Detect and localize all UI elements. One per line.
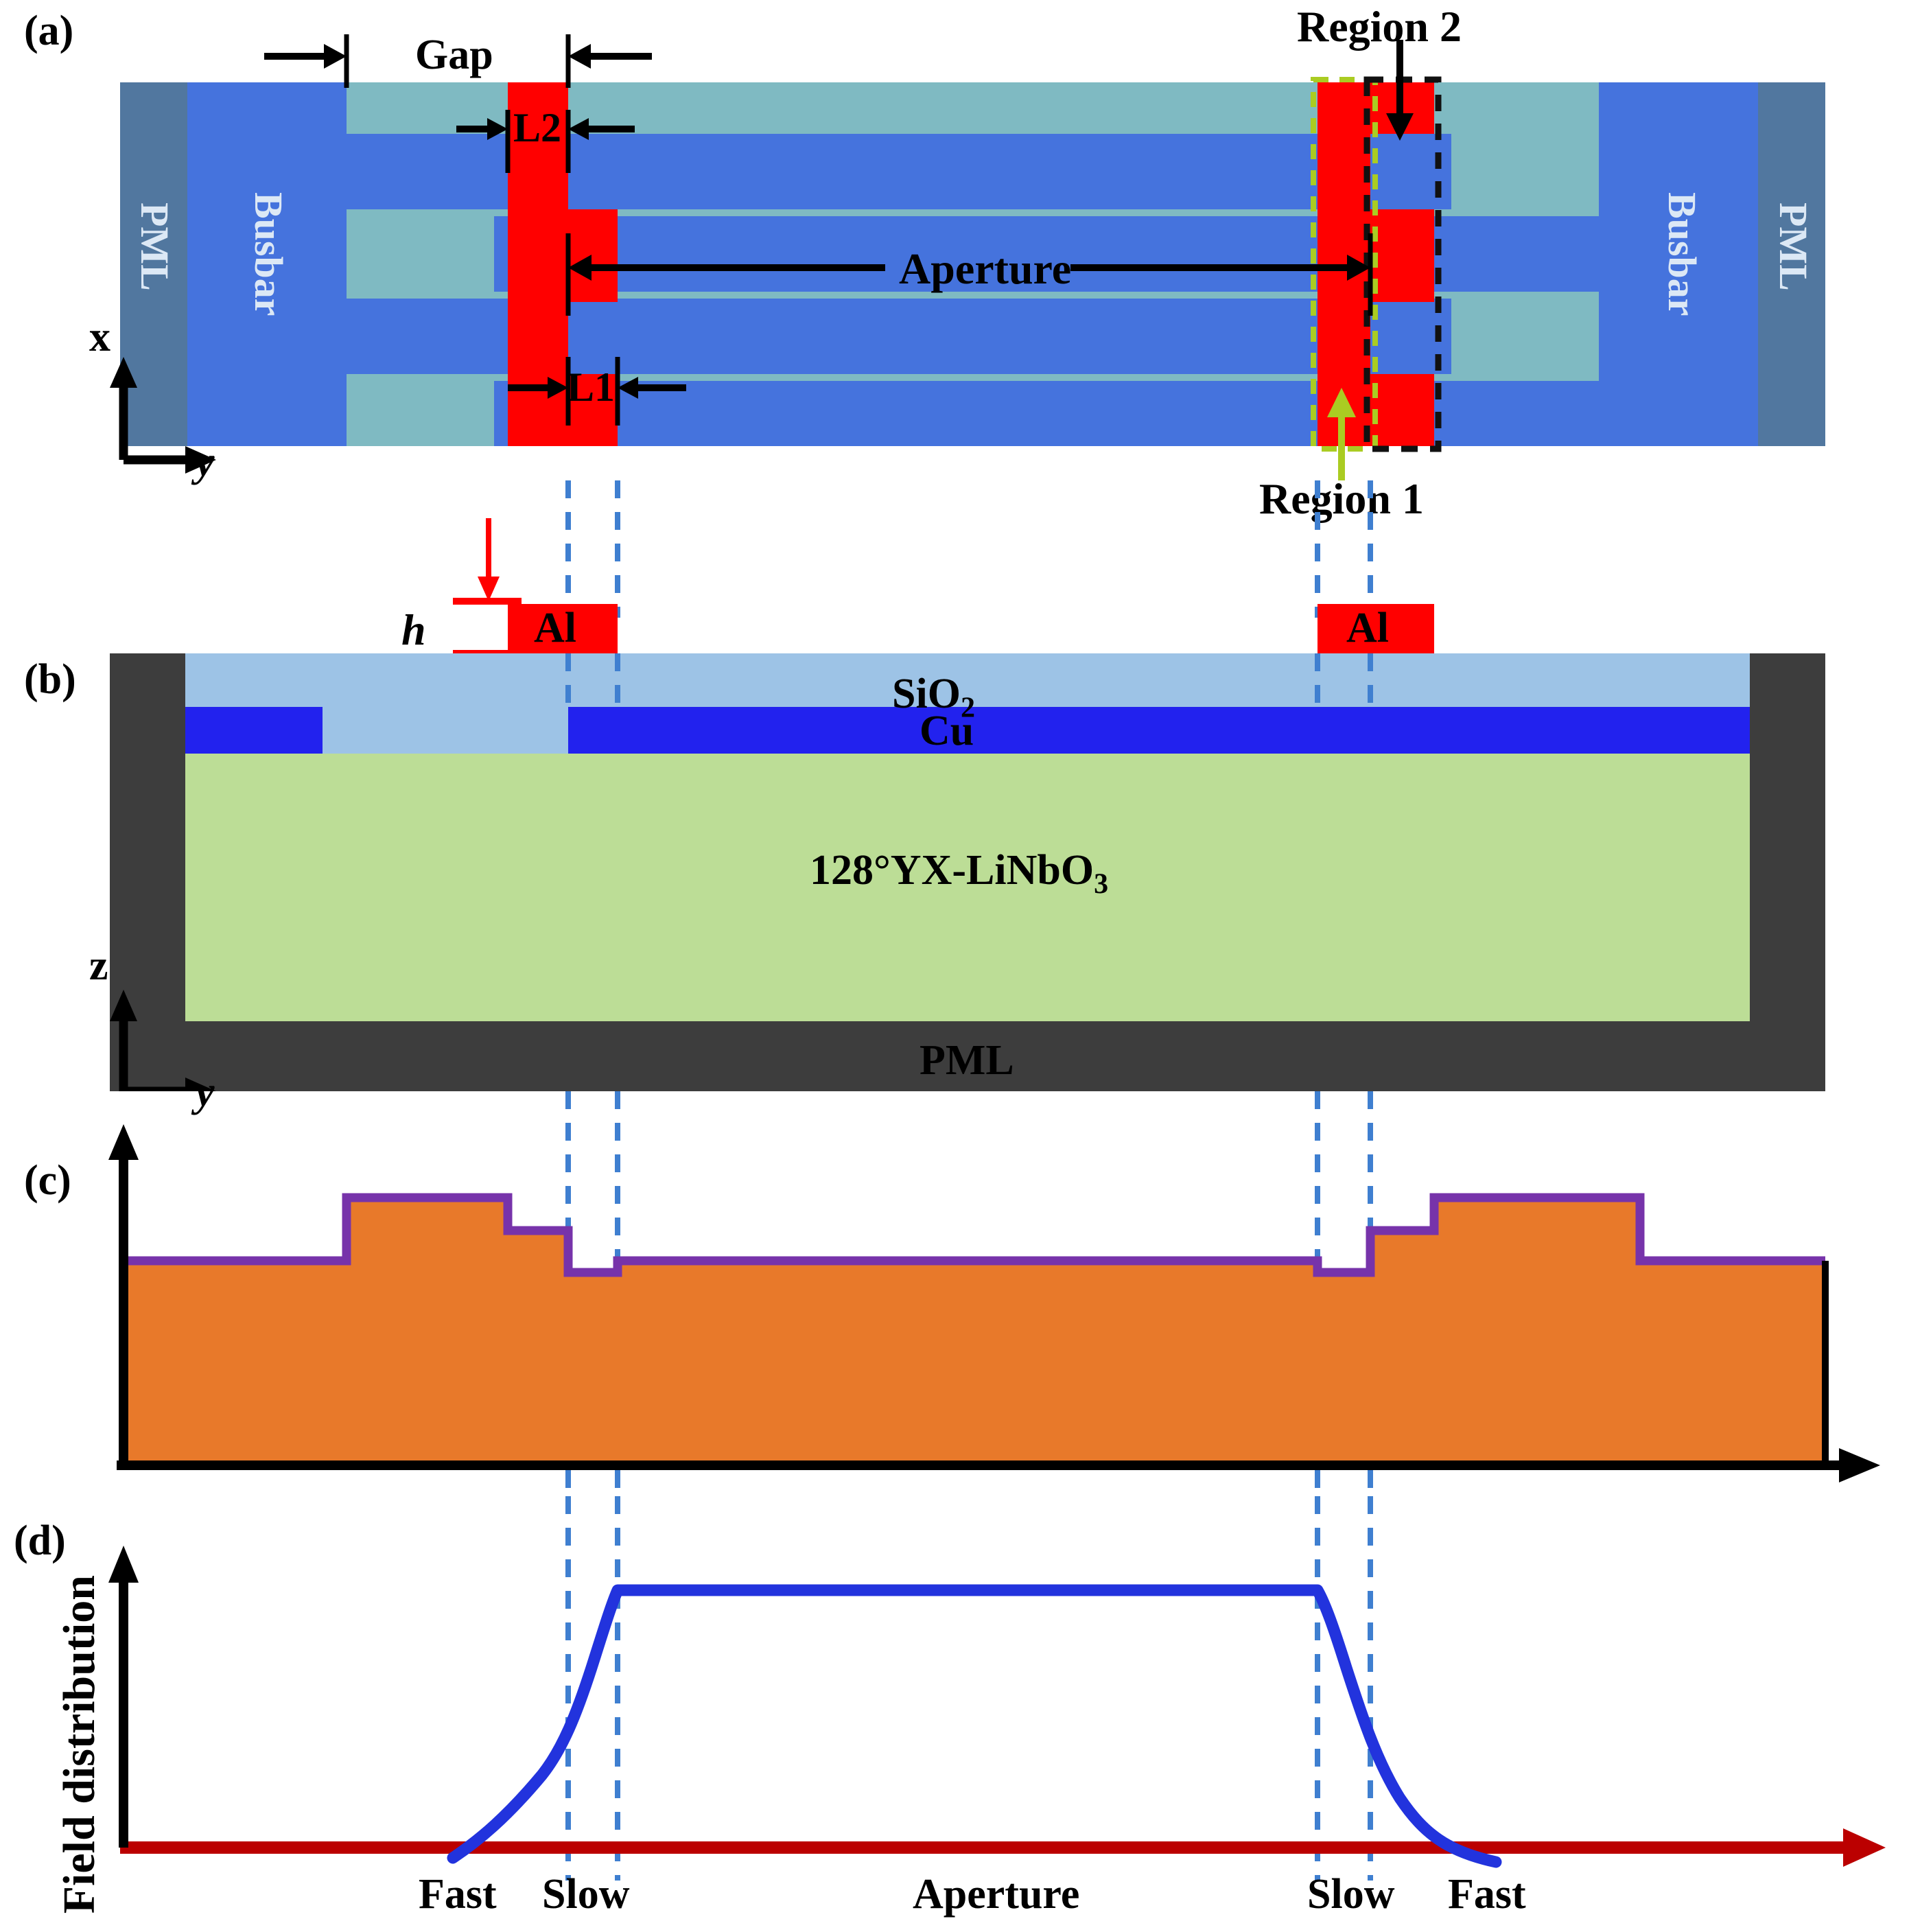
h-label: h [401,605,426,654]
l2-arrow-right [568,118,635,140]
panel-a-electrode-left-tab-2 [568,374,618,446]
panel-a-canvas [110,34,1825,480]
panel-b-pml-label: PML [920,1037,1014,1084]
l1-arrow-left [508,377,568,399]
panel-a: (a) PML Busbar Busbar PML Gap L2 L1 Aper… [0,0,1909,523]
panel-c-axes [108,1124,1880,1482]
panel-d-label: (d) [14,1517,66,1564]
panel-c-velocity-area [120,1198,1825,1465]
xtick-label-slow-right: Slow [1307,1871,1395,1918]
panel-a-electrode-right-tab-mid [1370,209,1434,302]
panel-c-label: (c) [24,1157,71,1204]
xtick-label-slow-left: Slow [542,1871,630,1918]
gap-arrow-right [568,44,652,69]
xtick-label-fast-left: Fast [419,1871,497,1918]
region-2-label: Region 2 [1297,2,1462,51]
panel-d: (d) Field distribution Fast Slow Apertur… [0,1496,1909,1932]
l1-arrow-right [618,377,686,399]
panel-b-axes [110,990,216,1091]
panel-a-axis-y-label: y [196,439,215,485]
linbo3-text: 128°YX-LiNbO [810,847,1094,894]
panel-b-al-right-label: Al [1346,605,1389,651]
panel-b-cu-label: Cu [920,708,974,754]
l1-label: L1 [567,364,616,410]
panel-b-label: (b) [24,656,76,703]
panel-a-busbar-right [1599,82,1758,446]
aperture-arrow-right [1070,255,1370,281]
panel-b-al-right [1317,604,1434,653]
panel-c-velocity-outline [120,1193,1825,1277]
panel-d-canvas [108,1496,1886,1881]
panel-b-axis-y-label: y [196,1069,215,1115]
panel-b-al-left-label: Al [534,605,576,651]
panel-a-pml-right-label: PML [1771,202,1816,291]
panel-a-electrode-left-tab-1 [568,209,618,302]
panel-d-x-axis [120,1828,1886,1867]
linbo3-subscript: 3 [1094,868,1109,900]
panel-b-linbo3-label: 128°YX-LiNbO3 [810,846,1108,900]
panel-a-busbar-left-label: Busbar [246,192,291,316]
panel-c: (c) [0,1091,1909,1503]
panel-d-ylabel: Field distribution [54,1575,104,1914]
panel-b-sio2-label: SiO2 [892,670,975,724]
panel-a-pml-left-label: PML [132,202,177,291]
panel-b-cu-main [568,707,1750,754]
panel-a-electrode-right-tab-bot [1370,374,1434,446]
l2-arrow-left [456,118,508,140]
panel-b-al-left [508,604,618,653]
region-2-leader [1386,40,1414,141]
gap-arrow-left [264,44,347,69]
panel-d-y-axis [108,1546,139,1848]
region-1-label: Region 1 [1259,474,1424,523]
region-1-leader [1327,388,1356,480]
panel-a-pml-right [1758,82,1825,446]
panel-c-canvas [108,1091,1880,1503]
h-arrow-down [478,518,500,601]
panel-a-busbar-left [187,82,347,446]
aperture-arrow-left [568,255,885,281]
panel-a-axes [110,357,216,474]
panel-b-cu-left-stub [185,707,323,754]
sio2-subscript: 2 [960,692,975,724]
panel-d-field-curve [447,1584,1502,1868]
aperture-label: Aperture [899,244,1072,293]
panel-b-linbo3 [185,754,1750,1021]
gap-label: Gap [415,32,493,78]
panel-a-label: (a) [24,8,74,54]
panel-a-axis-x-label: x [89,314,110,360]
panel-b-axis-z-label: z [89,942,108,989]
panel-a-busbar-right-label: Busbar [1660,192,1705,316]
panel-b: (b) h Al Al SiO2 Cu 128°YX-LiNbO3 PML z … [0,480,1909,1115]
xtick-label-fast-right: Fast [1448,1871,1526,1918]
xtick-label-aperture: Aperture [913,1871,1080,1918]
panel-b-sio2-gap [323,653,568,754]
sio2-text: SiO [892,671,961,717]
l2-label: L2 [513,105,562,150]
region-1-outline [1311,77,1378,452]
panel-b-canvas [110,480,1825,1091]
